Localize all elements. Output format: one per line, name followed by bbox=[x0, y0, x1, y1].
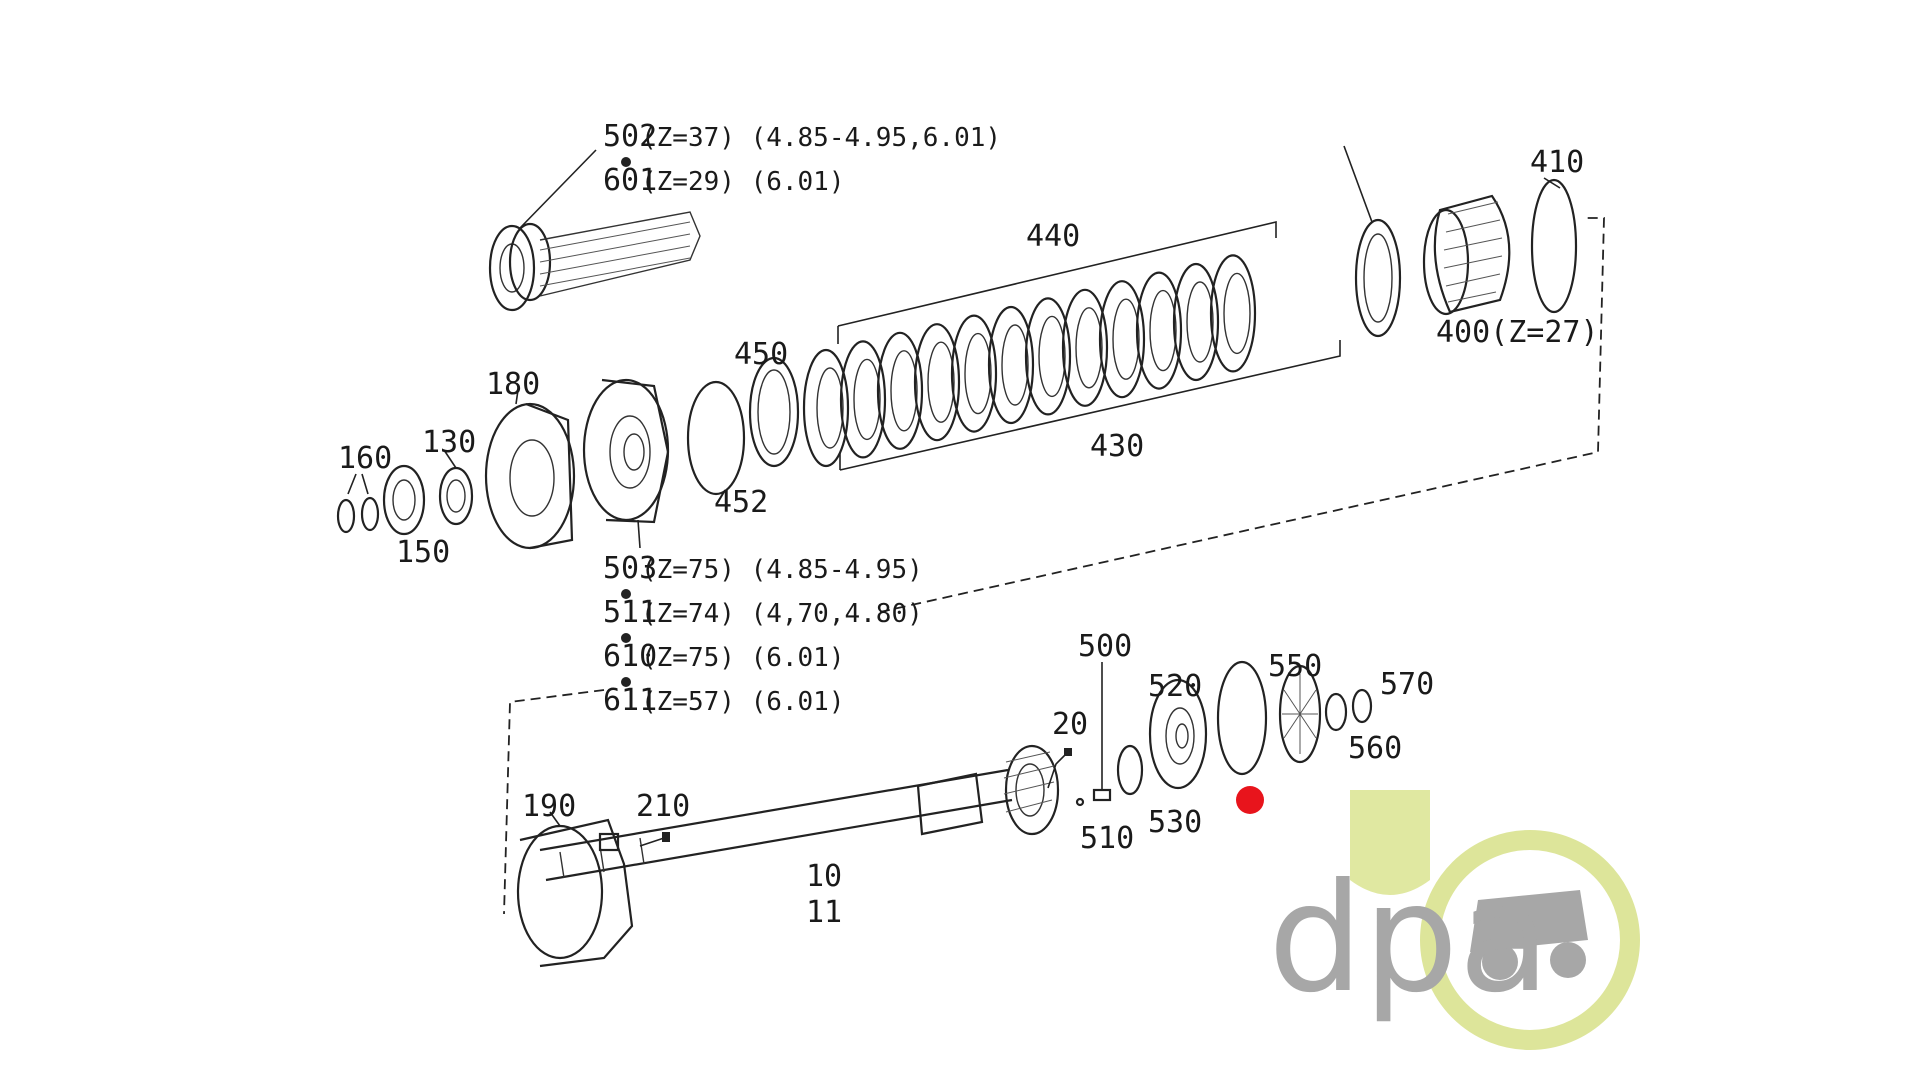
callout-410: 410 bbox=[1530, 145, 1584, 180]
bullet-dot bbox=[621, 589, 631, 599]
callout-610: 610 bbox=[603, 639, 657, 674]
callout-20: 20 bbox=[1052, 707, 1088, 742]
clutch-disc bbox=[876, 331, 924, 450]
clutch-disc-bore bbox=[1075, 307, 1103, 389]
callout-11: 11 bbox=[806, 895, 842, 930]
callout-503: 503 bbox=[603, 551, 657, 586]
clutch-disc-bore bbox=[816, 367, 844, 449]
bullet-dot bbox=[621, 157, 631, 167]
clutch-disc bbox=[1135, 271, 1183, 390]
callout-530: 530 bbox=[1148, 805, 1202, 840]
callout-510: 510 bbox=[1080, 821, 1134, 856]
callout-611: 611 bbox=[603, 683, 657, 718]
callout-210: 210 bbox=[636, 789, 690, 824]
clutch-disc-bore bbox=[1149, 289, 1177, 372]
callout-400: 400(Z=27) bbox=[1436, 315, 1599, 350]
clutch-disc-bore bbox=[1112, 298, 1140, 380]
bullet-dot bbox=[621, 677, 631, 687]
clutch-disc bbox=[913, 323, 961, 442]
spec-601: (Z=29) (6.01) bbox=[641, 167, 845, 197]
callout-560: 560 bbox=[1348, 731, 1402, 766]
clutch-disc bbox=[950, 314, 998, 433]
callout-180: 180 bbox=[486, 367, 540, 402]
hub-190 bbox=[516, 811, 670, 968]
spec-610: (Z=75) (6.01) bbox=[641, 643, 845, 673]
pinion-shaft-502 bbox=[488, 149, 701, 312]
callout-502: 502 bbox=[603, 119, 657, 154]
assembly-guide-line bbox=[879, 217, 1605, 613]
spec-502: (Z=37) (4.85-4.95,6.01) bbox=[641, 123, 1001, 153]
clutch-disc bbox=[802, 348, 850, 468]
clutch-disc-bore bbox=[853, 358, 881, 441]
clutch-disc bbox=[839, 340, 887, 459]
callout-601: 601 bbox=[603, 163, 657, 198]
piston-group-500 bbox=[1075, 660, 1373, 807]
callout-190: 190 bbox=[522, 789, 576, 824]
clutch-disc bbox=[1061, 288, 1109, 407]
callout-150: 150 bbox=[396, 535, 450, 570]
clutch-disc-pack bbox=[802, 220, 1341, 471]
callout-520: 520 bbox=[1148, 669, 1202, 704]
callout-570: 570 bbox=[1380, 667, 1434, 702]
clutch-disc bbox=[1098, 280, 1146, 399]
bullet-dot bbox=[621, 633, 631, 643]
callout-511: 511 bbox=[603, 595, 657, 630]
callout-130: 130 bbox=[422, 425, 476, 460]
highlight-marker bbox=[1236, 786, 1264, 814]
callout-430: 430 bbox=[1090, 429, 1144, 464]
clutch-disc bbox=[987, 305, 1035, 425]
spec-503: (Z=75) (4.85-4.95) bbox=[641, 555, 923, 585]
callout-550: 550 bbox=[1268, 649, 1322, 684]
logo-text: dpa bbox=[1268, 852, 1550, 1026]
callout-10: 10 bbox=[806, 859, 842, 894]
spec-511: (Z=74) (4,70,4.80) bbox=[641, 599, 923, 629]
clutch-disc-bore bbox=[1001, 324, 1029, 406]
clutch-disc bbox=[1209, 254, 1257, 373]
callout-452: 452 bbox=[714, 485, 768, 520]
clutch-disc-bore bbox=[890, 350, 918, 432]
clutch-disc-bore bbox=[927, 341, 955, 423]
spec-611: (Z=57) (6.01) bbox=[641, 687, 845, 717]
clutch-disc-bore bbox=[964, 332, 992, 415]
clutch-disc-bore bbox=[1038, 315, 1066, 398]
clutch-disc bbox=[1172, 262, 1220, 382]
snap-rings-450-452 bbox=[686, 356, 800, 496]
clutch-disc-bore bbox=[1223, 272, 1251, 355]
needle-bearing-400 bbox=[1343, 145, 1578, 338]
callout-440: 440 bbox=[1026, 219, 1080, 254]
dpa-logo-watermark: dpa bbox=[1268, 790, 1640, 1050]
bearing-group-left bbox=[336, 378, 670, 550]
clutch-disc bbox=[1024, 297, 1072, 416]
callout-160: 160 bbox=[338, 441, 392, 476]
callout-500: 500 bbox=[1078, 629, 1132, 664]
callout-450: 450 bbox=[734, 337, 788, 372]
clutch-disc-bore bbox=[1186, 281, 1214, 363]
